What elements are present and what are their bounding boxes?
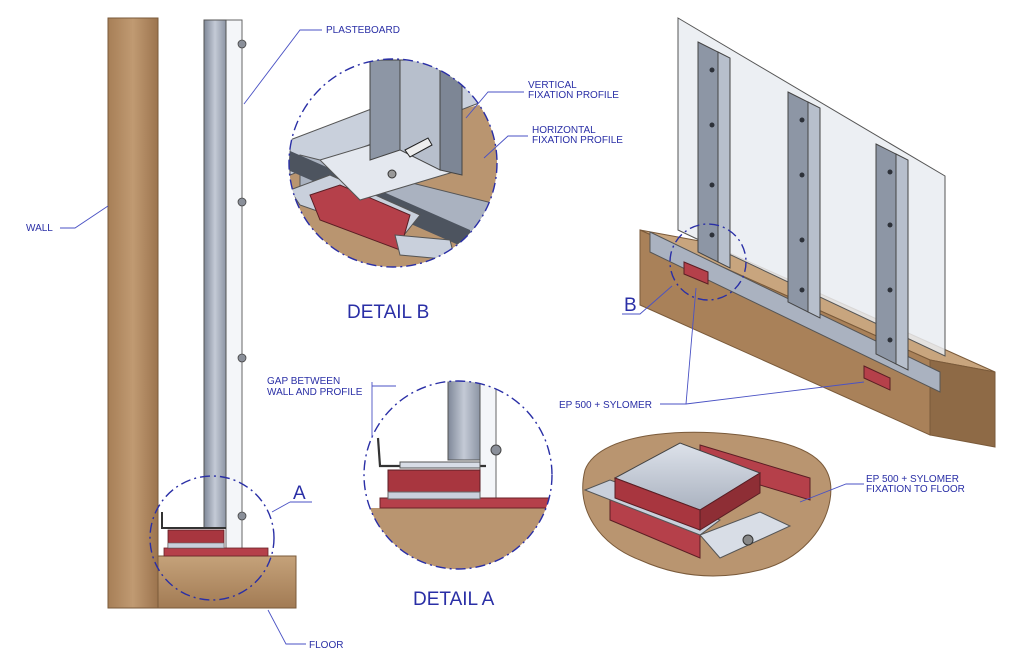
detail-a-circle [149,475,275,601]
plasterboard-panel [225,19,243,551]
horizontal-profile-label-1: HORIZONTAL [532,125,596,136]
floor [157,555,297,609]
ep500-floor-label-2: FIXATION TO FLOOR [866,484,965,495]
vertical-profile-label-1: VERTICAL [528,80,577,91]
wall [107,17,159,609]
wall-label: WALL [26,223,53,234]
gap-label-2: WALL AND PROFILE [267,387,363,398]
iso-floor-side [929,359,996,448]
ep500-label: EP 500 + SYLOMER [559,400,652,411]
detail-b-circle [288,58,498,268]
iso-mount-1 [683,261,709,285]
detail-b-marker: B [624,295,637,316]
section-view: A [107,17,312,609]
plasterboard-label: PLASTEBOARD [326,25,400,36]
iso-stud-3 [875,143,897,365]
detail-b-title: DETAIL B [347,302,429,323]
left-labels: PLASTEBOARD WALL FLOOR [26,25,400,651]
iso-stud-2 [787,91,809,313]
ep500-floor-label-1: EP 500 + SYLOMER [866,474,959,485]
detail-b-marker-circle [669,223,747,301]
vertical-profile-label-2: FIXATION PROFILE [528,90,619,101]
detail-b: DETAIL B VERTICAL FIXATION PROFILE HORIZ… [288,58,623,323]
floor-label: FLOOR [309,640,343,651]
iso-mount-2 [863,365,891,391]
red-strip [163,547,269,557]
detail-a-marker: A [293,483,306,504]
iso-stud-1 [697,41,719,263]
vertical-profile [203,19,227,529]
gap-label-1: GAP BETWEEN [267,376,340,387]
mount-closeup: EP 500 + SYLOMER FIXATION TO FLOOR [582,431,965,577]
detail-a-title: DETAIL A [413,589,495,610]
detail-a: DETAIL A GAP BETWEEN WALL AND PROFILE [267,376,553,610]
horizontal-profile-label-2: FIXATION PROFILE [532,135,623,146]
isometric-view: B EP 500 + SYLOMER [559,17,996,448]
screws [237,39,247,521]
detail-a-circle-large [363,380,553,570]
